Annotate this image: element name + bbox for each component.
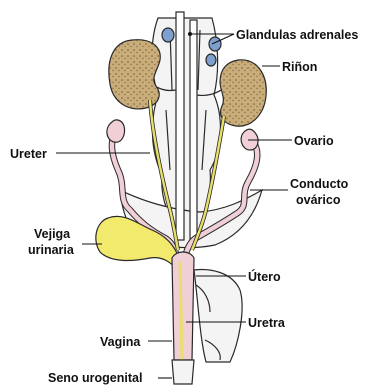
left-kidney — [109, 40, 160, 109]
label-urethra: Uretra — [248, 316, 286, 330]
label-bladder-line1: Vejiga — [34, 227, 71, 241]
label-bladder: Vejiga urinaria — [28, 227, 75, 257]
label-bladder-line2: urinaria — [28, 243, 75, 257]
uterus-vagina — [172, 252, 242, 384]
label-urogenital-sinus: Seno urogenital — [48, 371, 142, 385]
label-ovary: Ovario — [294, 134, 334, 148]
label-vagina: Vagina — [100, 335, 141, 349]
label-adrenal-glands: Glandulas adrenales — [236, 28, 358, 42]
label-ureter: Ureter — [10, 147, 47, 161]
label-oviduct: Conducto ovárico — [290, 177, 352, 207]
label-oviduct-line1: Conducto — [290, 177, 349, 191]
right-kidney — [220, 60, 266, 126]
label-kidney: Riñon — [282, 60, 317, 74]
label-uterus: Útero — [248, 269, 281, 284]
label-oviduct-line2: ovárico — [296, 193, 341, 207]
